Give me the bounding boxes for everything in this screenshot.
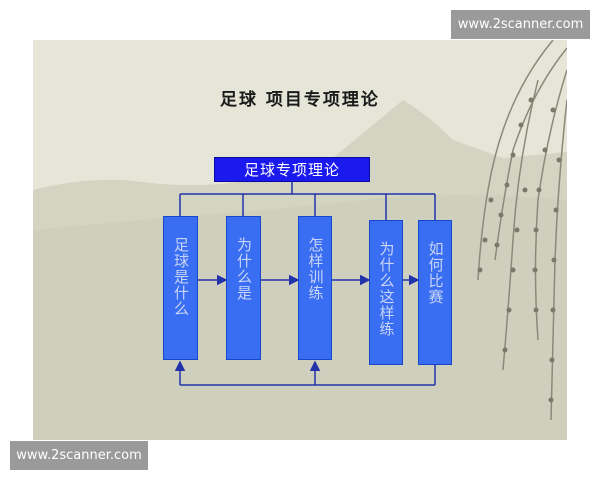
node-label: 为什么是 xyxy=(235,237,253,301)
node-label: 足球是什么 xyxy=(172,237,190,317)
watermark-bottom: www.2scanner.com xyxy=(10,441,148,470)
node-label: 如何比赛 xyxy=(426,241,445,305)
slide-title: 足球 项目专项理论 xyxy=(220,90,380,110)
node-box: 足球是什么 xyxy=(163,216,198,360)
node-box: 如何比赛 xyxy=(418,220,452,365)
node-box: 怎样训练 xyxy=(298,216,332,360)
node-box: 为什么是 xyxy=(226,216,261,360)
willow-leaves xyxy=(477,97,562,403)
watermark-top: www.2scanner.com xyxy=(451,10,590,39)
root-node: 足球专项理论 xyxy=(214,157,370,182)
node-box: 为什么这样练 xyxy=(369,220,403,365)
node-label: 怎样训练 xyxy=(306,237,325,301)
node-label: 为什么这样练 xyxy=(377,241,396,337)
